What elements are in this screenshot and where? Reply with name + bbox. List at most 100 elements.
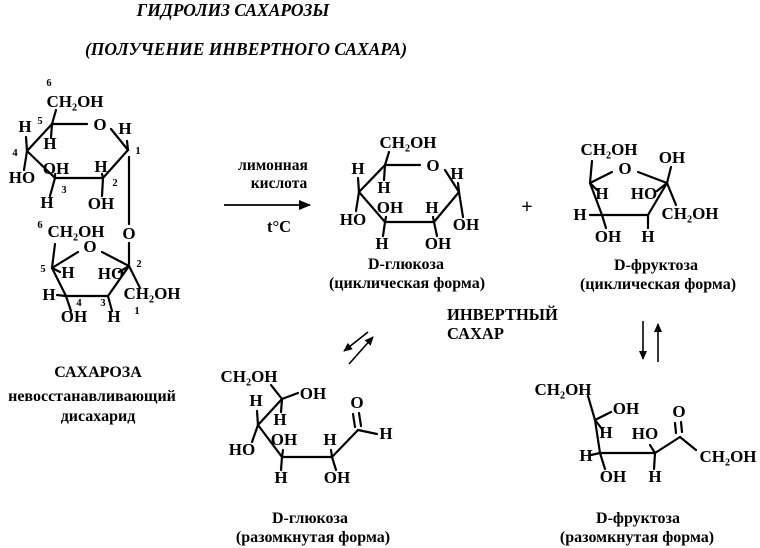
bond [255, 409, 260, 427]
condition-line1: лимонная [238, 157, 308, 174]
bond [250, 423, 260, 444]
atom-ch2oh: CH₂OH [46, 92, 103, 111]
fructose-open-form: (разомкнутая форма) [560, 529, 714, 546]
atom-ho: HO [229, 440, 255, 459]
bond [382, 163, 387, 182]
locant-6: 6 [37, 220, 42, 231]
sucrose-fructose-bonds [50, 242, 142, 313]
fructose-open-structure: CH₂OH OH H HO O H OH H CH₂OH D-фруктоза … [534, 380, 756, 546]
atom-h: H [641, 227, 654, 246]
bond [117, 264, 131, 274]
bond [106, 294, 114, 313]
fructose-open-name: D-фруктоза [596, 510, 680, 527]
bond [648, 443, 657, 455]
condition-line2: кислота [251, 175, 308, 192]
atom-h: H [94, 157, 107, 176]
atom-h: H [573, 205, 586, 224]
atom-h: H [18, 117, 31, 136]
glucose-open-name: D-глюкоза [272, 510, 348, 527]
locant-4: 4 [76, 298, 82, 309]
atom-ch2oh: CH₂OH [379, 133, 436, 152]
title-line2: (ПОЛУЧЕНИЕ ИНВЕРТНОГО САХАРА) [85, 39, 407, 59]
glucose-cyclic-form: (циклическая форма) [329, 275, 485, 292]
bond [665, 181, 678, 207]
bond [356, 176, 361, 194]
bond [49, 122, 54, 140]
sucrose-desc: дисахарид [61, 408, 136, 425]
bond [109, 127, 130, 152]
bond [125, 139, 130, 152]
bond [106, 264, 131, 298]
bond [22, 149, 29, 172]
double-bond [673, 421, 678, 435]
bond [280, 391, 300, 401]
locant-3: 3 [61, 185, 66, 196]
bond [50, 108, 58, 126]
locant-5: 5 [40, 264, 45, 275]
title-block: ГИДРОЛИЗ САХАРОЗЫ (ПОЛУЧЕНИЕ ИНВЕРТНОГО … [85, 0, 407, 59]
temperature-label: t°C [267, 217, 291, 236]
reaction-conditions: лимонная кислота t°C [224, 157, 311, 236]
bond [678, 435, 698, 452]
bond [101, 148, 130, 180]
atom-h: H [425, 198, 438, 217]
bond [357, 163, 387, 194]
atom-h: H [107, 307, 120, 326]
bond [269, 383, 284, 401]
atom-h: H [323, 430, 336, 449]
atom-h: H [42, 285, 55, 304]
ketone-oxygen: O [672, 402, 685, 421]
bond [64, 294, 73, 313]
invert-sugar-label: ИНВЕРТНЫЙ САХАР [447, 305, 558, 343]
sucrose-glucose-bonds [22, 108, 130, 198]
bond [50, 266, 62, 274]
bond [256, 397, 284, 427]
equilibrium-arrow [348, 336, 374, 365]
invert-sugar-line2: САХАР [447, 324, 504, 343]
bond [48, 176, 57, 198]
bond [25, 122, 54, 153]
atom-oh: OH [595, 227, 621, 246]
glycosidic-bond: O [122, 155, 136, 266]
atom-ho: HO [9, 168, 35, 187]
atom-ch2oh: CH₂OH [220, 367, 277, 386]
bond [598, 451, 607, 471]
bond [127, 264, 142, 290]
atom-h: H [379, 424, 392, 443]
bond [636, 170, 669, 185]
atom-h: H [273, 410, 286, 429]
ring-oxygen: O [83, 237, 96, 256]
locant-4: 4 [12, 148, 18, 159]
bond [589, 451, 602, 457]
glucose-open-form: (разомкнутая форма) [236, 529, 390, 546]
atom-oh: OH [453, 215, 479, 234]
ring-oxygen: O [93, 115, 106, 134]
atom-oh: OH [600, 467, 626, 486]
bond [646, 181, 669, 217]
atom-h: H [118, 119, 131, 138]
atom-ho: HO [632, 424, 658, 443]
bond [593, 410, 613, 422]
atom-ch2oh: CH₂OH [534, 380, 591, 399]
bond [357, 190, 387, 224]
bond [280, 448, 285, 459]
atom-ho: HO [340, 210, 366, 229]
atom-ho: HO [98, 264, 124, 283]
bond [457, 190, 465, 219]
fructose-cyclic-structure: CH₂OH OH O H HO H CH₂OH OH H D-фруктоза … [573, 140, 736, 293]
locant-5: 5 [37, 116, 42, 127]
bond [50, 250, 80, 270]
atom-h: H [450, 164, 463, 183]
glucose-open-structure: CH₂OH OH H H O HO OH H H H OH D-глюкоза … [220, 367, 392, 546]
bond [279, 397, 284, 414]
atom-ch2oh: CH₂OH [123, 284, 180, 303]
atom-h: H [648, 467, 661, 486]
bond [50, 266, 68, 298]
bond [330, 455, 338, 472]
atom-oh: OH [659, 148, 685, 167]
atom-oh: OH [324, 468, 350, 487]
bond [100, 176, 105, 198]
atom-h: H [377, 178, 390, 197]
glucose-cyclic-structure: CH₂OH H O H H OH H HO OH H OH D-глюкоза … [329, 133, 485, 292]
